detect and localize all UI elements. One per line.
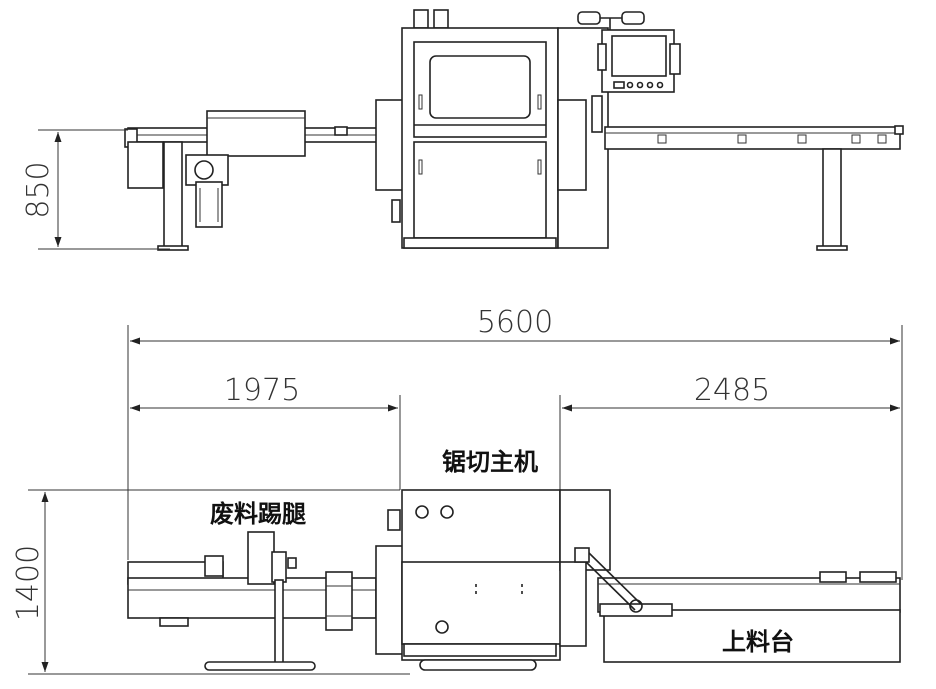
dimension-1975: 1975 xyxy=(130,373,401,490)
dimension-1975-label: 1975 xyxy=(224,373,300,408)
dimension-850: 850 xyxy=(21,129,170,250)
dimension-5600-label: 5600 xyxy=(477,305,553,340)
waste-kicker-label: 废料踢腿 xyxy=(210,500,306,528)
front-right-conveyor xyxy=(604,125,904,251)
front-view: 850 xyxy=(21,9,904,251)
dimension-850-label: 850 xyxy=(21,161,56,218)
front-main-saw xyxy=(375,9,645,249)
dimension-5600: 5600 xyxy=(127,305,903,580)
main-saw-label: 锯切主机 xyxy=(442,448,538,476)
dimension-2485-label: 2485 xyxy=(694,373,770,408)
front-left-conveyor xyxy=(124,110,379,251)
plan-main-saw: 锯切主机 xyxy=(375,448,611,671)
dimension-2485: 2485 xyxy=(559,373,900,490)
dimension-1400: 1400 xyxy=(11,489,410,675)
dimension-1400-label: 1400 xyxy=(11,545,46,621)
waste-kicker: 废料踢腿 xyxy=(204,500,316,671)
feed-table: 上料台 xyxy=(574,547,901,663)
front-control-panel xyxy=(591,29,681,133)
plan-view: 5600 1975 2485 1400 xyxy=(11,305,903,675)
feed-table-label: 上料台 xyxy=(722,628,794,656)
